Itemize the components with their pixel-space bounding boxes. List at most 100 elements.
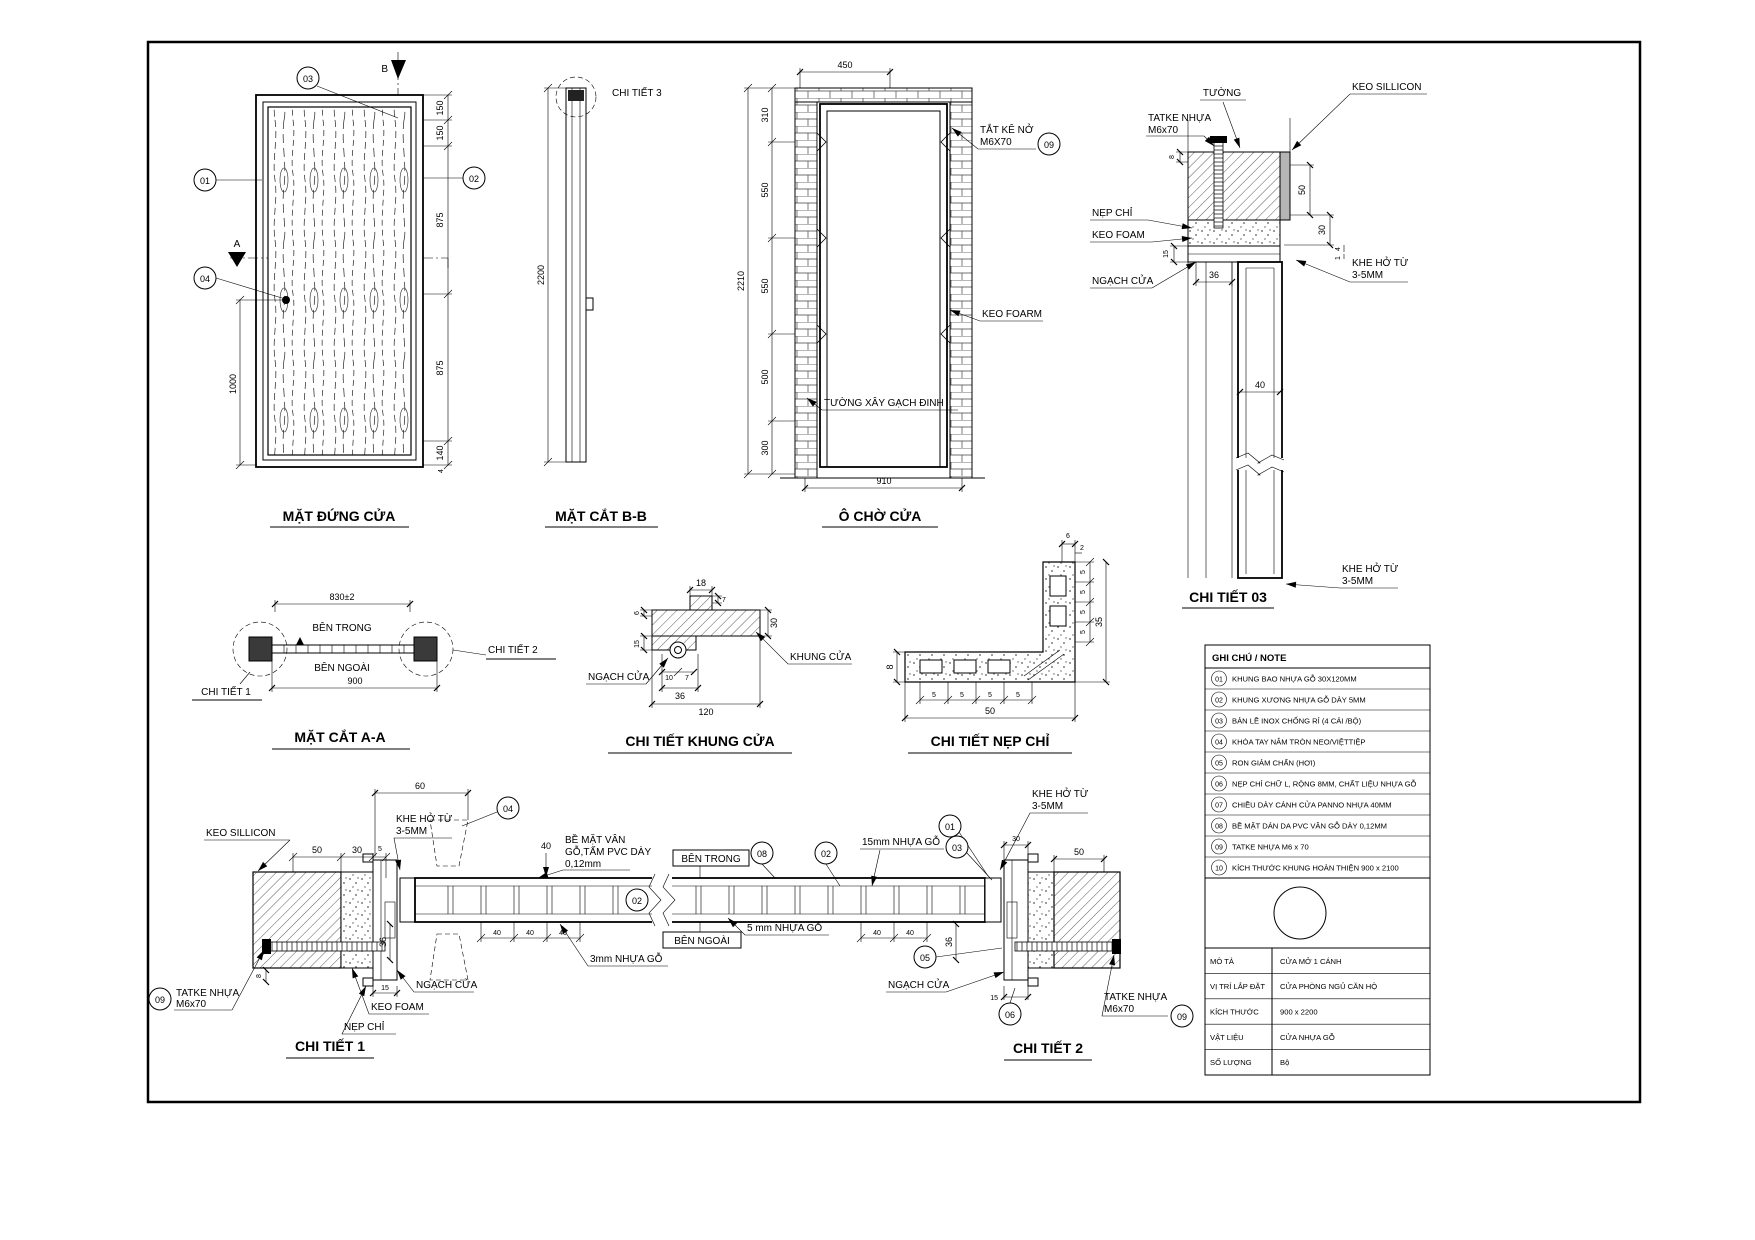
note-number: 08 — [1215, 824, 1223, 831]
sill-label: NGẠCH CỬA — [888, 978, 950, 991]
anchor-bolt — [269, 941, 386, 952]
view-section-aa: 830±2 BÊN TRONG BÊN NGOÀI CHI TIẾT 1 CHI… — [192, 592, 556, 750]
section-b-arrow — [391, 60, 406, 79]
lockset-projection — [429, 933, 469, 981]
info-value: 900 x 2200 — [1280, 1008, 1318, 1017]
dim-label: 5 — [1016, 692, 1020, 699]
info-label: VỊ TRÍ LẮP ĐẶT — [1210, 982, 1265, 991]
dim-label: 50 — [1297, 185, 1307, 195]
dim-label: 7 — [722, 597, 726, 604]
note-text: RON GIẢM CHẤN (HƠI) — [1232, 758, 1316, 768]
dim-label: 15 — [990, 995, 998, 1002]
view-title: CHI TIẾT 1 — [295, 1038, 365, 1054]
dim-label: 8 — [1169, 155, 1176, 159]
gap-label: 3-5MM — [396, 826, 427, 837]
inside-label: BÊN TRONG — [681, 852, 740, 865]
dim-label: 40 — [493, 930, 501, 937]
gap-label: KHE HỞ TỪ — [396, 812, 453, 825]
view-title: Ô CHỜ CỬA — [839, 507, 922, 524]
view-title: CHI TIẾT 03 — [1189, 589, 1267, 605]
note-number: 10 — [1215, 866, 1223, 873]
dim-label: 40 — [1255, 380, 1265, 390]
sill-label: NGẠCH CỬA — [416, 978, 478, 991]
dim-label: 875 — [435, 212, 445, 227]
handle-section — [585, 297, 594, 311]
detail-ref-label: CHI TIẾT 2 — [488, 643, 538, 656]
dim-label: 1000 — [228, 374, 238, 394]
dim-label: 60 — [415, 781, 425, 791]
callout-number: 05 — [920, 953, 930, 963]
view-detail-1: 04 60 50 30 5 KHE HỞ TỪ 3-5MM 36 8 15 KE… — [148, 781, 520, 1059]
silicone-label: KEO SILLICON — [1352, 82, 1421, 93]
lockset-projection — [429, 819, 469, 867]
material-label: 15mm NHỰA GỖ — [862, 835, 940, 848]
dim-label: 5 — [1080, 570, 1087, 574]
section-a-arrow — [228, 252, 246, 267]
note-number: 09 — [1215, 845, 1223, 852]
silicone-strip — [1279, 151, 1291, 221]
dim-label: 36 — [378, 937, 388, 947]
dim-label: 910 — [876, 476, 891, 486]
dim-label: 6 — [634, 611, 641, 615]
dim-label: 900 — [347, 676, 362, 686]
material-label: 5 mm NHỰA GỖ — [747, 921, 822, 934]
anchor-label: M6X70 — [980, 137, 1012, 148]
info-value: Bộ — [1280, 1058, 1289, 1067]
dim-label: 40 — [906, 930, 914, 937]
dim-label: 5 — [988, 692, 992, 699]
section-marker: B — [381, 64, 388, 75]
dim-label: 830±2 — [330, 592, 355, 602]
info-value: CỬA NHỰA GỖ — [1280, 1033, 1335, 1042]
anchor-label: TẮT KÊ NỞ — [980, 123, 1034, 136]
anchor-label: M6x70 — [1104, 1004, 1134, 1015]
callout-number: 01 — [200, 176, 210, 186]
frame-head-section — [568, 90, 584, 101]
dim-label: 36 — [675, 691, 685, 701]
view-title: MẶT CẮT A-A — [294, 728, 385, 745]
callout-number: 03 — [952, 843, 962, 853]
dim-label: 5 — [960, 692, 964, 699]
view-title: CHI TIẾT KHUNG CỬA — [625, 732, 774, 749]
dim-label: 5 — [932, 692, 936, 699]
callout-number: 09 — [1044, 140, 1054, 150]
dim-label: 5 — [1080, 590, 1087, 594]
note-text: KHUNG BAO NHỰA GỖ 30X120MM — [1232, 675, 1357, 684]
bolt-head — [1112, 939, 1121, 954]
dim-label: 50 — [312, 845, 322, 855]
sill-label: NGẠCH CỬA — [588, 670, 650, 683]
anchor-bolt — [1014, 941, 1116, 952]
dim-label: 40 — [559, 930, 567, 937]
info-label: MÔ TẢ — [1210, 957, 1235, 966]
dim-label: 6 — [1066, 533, 1070, 540]
dim-label: 30 — [1012, 836, 1020, 843]
jamb-section-left — [248, 636, 273, 662]
dim-label: 875 — [435, 360, 445, 375]
dim-label: 15 — [1163, 250, 1170, 258]
bolt-head — [1210, 136, 1227, 143]
trim-label: NẸP CHỈ — [1092, 206, 1133, 219]
callout-number: 02 — [632, 896, 642, 906]
callout-number: 02 — [469, 174, 479, 184]
callout-number: 06 — [1005, 1010, 1015, 1020]
note-number: 03 — [1215, 719, 1223, 726]
view-door-elevation: B A 03 01 02 04 150 150 875 875 140 4 10… — [193, 52, 486, 528]
jamb-section-right — [413, 636, 438, 662]
dim-label: 15 — [381, 985, 389, 992]
dim-label: 35 — [1094, 617, 1104, 627]
note-number: 02 — [1215, 698, 1223, 705]
sill-label: NGẠCH CỬA — [1092, 274, 1154, 287]
foam-label: KEO FOARM — [982, 309, 1042, 320]
detail-ref-label: CHI TIẾT 3 — [612, 86, 662, 99]
material-label: 3mm NHỰA GỖ — [590, 952, 663, 965]
dim-label: 500 — [760, 369, 770, 384]
outside-label: BÊN NGOÀI — [674, 934, 730, 947]
note-text: KÍCH THƯỚC KHUNG HOÀN THIỆN 900 x 2100 — [1232, 864, 1399, 873]
dim-label: 550 — [760, 278, 770, 293]
frame-label: KHUNG CỬA — [790, 650, 852, 663]
callout-number: 09 — [1177, 1012, 1187, 1022]
gap-label: KHE HỞ TỪ — [1342, 562, 1399, 575]
gap-label: KHE HỞ TỪ — [1032, 787, 1089, 800]
info-value: CỬA PHÒNG NGỦ CĂN HỘ — [1280, 982, 1377, 991]
foam-label: KEO FOAM — [371, 1002, 424, 1013]
